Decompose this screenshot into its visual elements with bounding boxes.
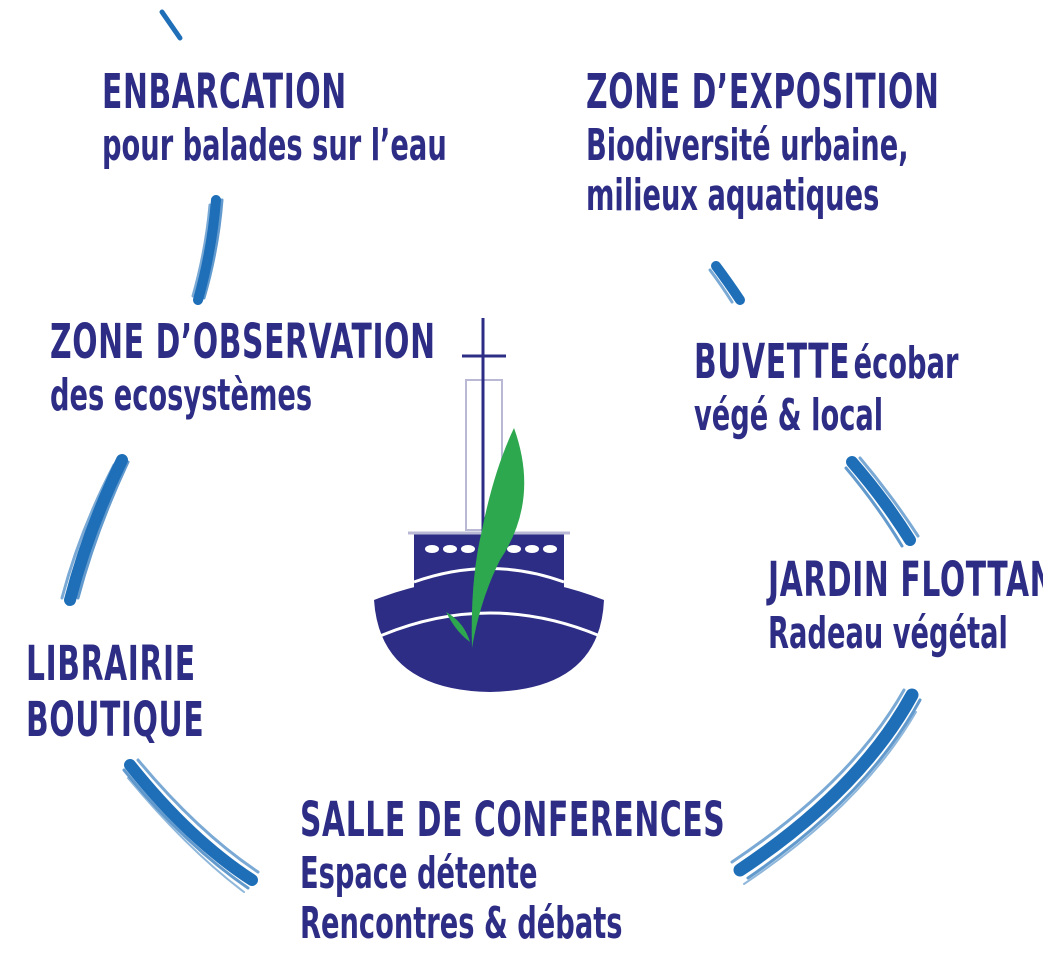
circle-brush-strokes <box>60 9 922 893</box>
node-librairie-title2: BOUTIQUE <box>26 692 205 748</box>
node-jardin-title: JARDIN FLOTTANT <box>768 552 1043 608</box>
brush-stroke-right-middle <box>844 456 920 548</box>
node-buvette: BUVETTE écobar végé & local <box>694 338 958 438</box>
node-buvette-sub: végé & local <box>694 390 884 441</box>
node-observation: ZONE D’OBSERVATION des ecosystèmes <box>50 318 436 418</box>
node-salle-sub1: Espace détente <box>300 848 538 899</box>
node-salle-title: SALLE DE CONFERENCES <box>300 792 726 848</box>
boat-with-leaf-icon <box>374 318 604 692</box>
node-salle-sub2: Rencontres & débats <box>300 898 623 949</box>
node-embarcation: ENBARCATION pour balades sur l’eau <box>102 68 447 168</box>
node-salle: SALLE DE CONFERENCES Espace détente Renc… <box>300 796 725 946</box>
node-buvette-title-line: BUVETTE écobar <box>694 338 958 386</box>
node-librairie: LIBRAIRIE BOUTIQUE <box>26 640 204 744</box>
node-jardin-sub: Radeau végétal <box>768 608 1008 659</box>
node-exposition-title: ZONE D’EXPOSITION <box>586 64 940 120</box>
node-exposition: ZONE D’EXPOSITION Biodiversité urbaine, … <box>586 68 939 218</box>
node-observation-sub: des ecosystèmes <box>50 370 313 421</box>
node-exposition-sub1: Biodiversité urbaine, <box>586 120 909 171</box>
brush-stroke-left-middle <box>60 454 130 606</box>
node-observation-title: ZONE D’OBSERVATION <box>50 314 436 370</box>
node-librairie-title1: LIBRAIRIE <box>26 636 196 692</box>
node-embarcation-sub: pour balades sur l’eau <box>102 120 447 171</box>
brush-stroke-left-lower <box>122 758 260 893</box>
brush-stroke-right-top <box>708 261 745 305</box>
node-embarcation-title: ENBARCATION <box>102 64 347 120</box>
node-buvette-title-rest: écobar <box>853 338 959 389</box>
brush-stroke-top-left <box>159 9 183 41</box>
node-buvette-title: BUVETTE <box>694 334 851 390</box>
node-jardin: JARDIN FLOTTANT Radeau végétal <box>768 556 1043 656</box>
boat-mast <box>462 318 506 535</box>
brush-stroke-right-lower <box>730 688 922 885</box>
node-exposition-sub2: milieux aquatiques <box>586 170 880 221</box>
brush-stroke-left-upper <box>191 195 224 305</box>
boat-hull <box>374 567 604 692</box>
leaf-icon <box>446 428 525 648</box>
